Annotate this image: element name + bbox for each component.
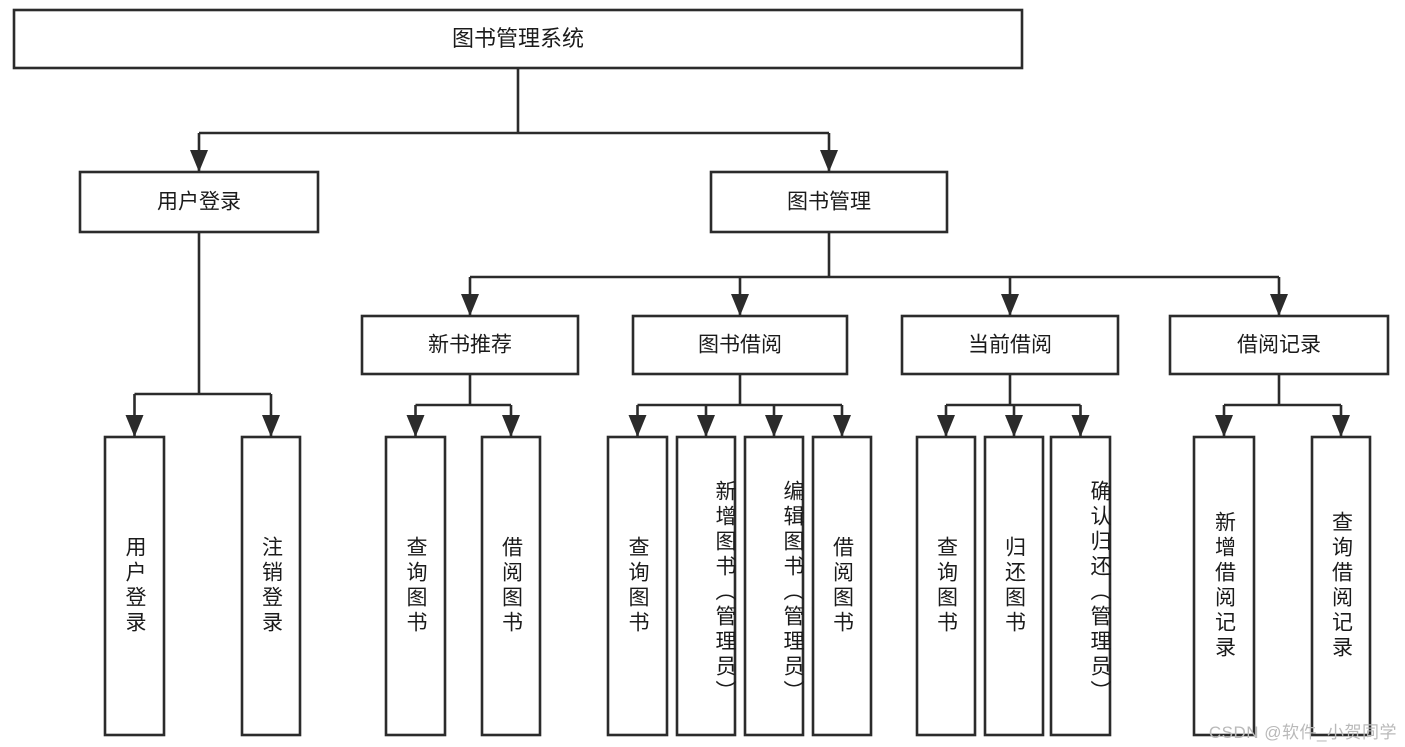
node-leaf-query-book-1[interactable] xyxy=(384,435,447,737)
arrow-to-leaf-confirm-return-admin xyxy=(1071,415,1090,437)
node-current-borrow-rect[interactable] xyxy=(900,314,1120,376)
arrow-to-book-management xyxy=(820,150,838,172)
node-user-login[interactable]: 用户登录 xyxy=(78,170,320,234)
node-leaf-query-borrow-record-rect[interactable] xyxy=(1310,435,1372,737)
node-new-book-recommend-label: 新书推荐 xyxy=(428,334,512,357)
node-leaf-confirm-return-admin[interactable] xyxy=(1049,435,1112,737)
node-leaf-query-book-2-rect[interactable] xyxy=(606,435,669,737)
node-leaf-return-book[interactable] xyxy=(983,435,1045,737)
node-leaf-query-book-3-rect[interactable] xyxy=(915,435,977,737)
arrow-to-book-borrow xyxy=(731,294,749,316)
connectors-layer xyxy=(125,68,1350,437)
arrow-to-leaf-user-login xyxy=(125,415,144,437)
node-leaf-query-borrow-record[interactable] xyxy=(1310,435,1372,737)
arrow-to-leaf-borrow-book-1 xyxy=(502,415,520,437)
title-node[interactable]: 图书管理系统 xyxy=(12,8,1024,70)
arrow-to-leaf-logout-login xyxy=(262,415,280,437)
node-leaf-borrow-book-1-rect[interactable] xyxy=(480,435,542,737)
arrow-to-leaf-return-book xyxy=(1005,415,1023,437)
title-node-rect[interactable] xyxy=(12,8,1024,70)
node-leaf-add-book-admin[interactable] xyxy=(675,435,737,737)
node-user-login-rect[interactable] xyxy=(78,170,320,234)
node-leaf-logout-login-rect[interactable] xyxy=(240,435,302,737)
arrow-to-leaf-borrow-book-2 xyxy=(833,415,851,437)
arrow-to-user-login xyxy=(190,150,208,172)
arrow-to-leaf-add-book-admin xyxy=(697,415,715,437)
node-borrow-record-rect[interactable] xyxy=(1168,314,1390,376)
node-book-borrow[interactable]: 图书借阅 xyxy=(631,314,849,376)
arrow-to-leaf-query-book-3 xyxy=(937,415,955,437)
arrow-to-leaf-edit-book-admin xyxy=(765,415,783,437)
arrow-to-current-borrow xyxy=(1001,294,1019,316)
node-borrow-record[interactable]: 借阅记录 xyxy=(1168,314,1390,376)
arrow-to-leaf-query-book-1 xyxy=(406,415,425,437)
csdn-watermark: CSDN @软件_小贺同学 xyxy=(1208,723,1397,742)
node-leaf-return-book-rect[interactable] xyxy=(983,435,1045,737)
arrow-to-leaf-query-book-2 xyxy=(628,415,647,437)
node-leaf-logout-login[interactable] xyxy=(240,435,302,737)
node-leaf-add-book-admin-rect[interactable] xyxy=(675,435,737,737)
node-book-management[interactable]: 图书管理 xyxy=(709,170,949,234)
node-leaf-user-login-rect[interactable] xyxy=(103,435,166,737)
node-book-management-rect[interactable] xyxy=(709,170,949,234)
node-book-borrow-label: 图书借阅 xyxy=(698,334,782,357)
title-node-label: 图书管理系统 xyxy=(452,26,584,51)
arrow-to-leaf-query-borrow-record xyxy=(1332,415,1350,437)
node-current-borrow-label: 当前借阅 xyxy=(968,334,1052,357)
node-leaf-borrow-book-1[interactable] xyxy=(480,435,542,737)
node-leaf-edit-book-admin-rect[interactable] xyxy=(743,435,805,737)
node-book-borrow-rect[interactable] xyxy=(631,314,849,376)
node-new-book-recommend[interactable]: 新书推荐 xyxy=(360,314,580,376)
node-leaf-query-book-1-rect[interactable] xyxy=(384,435,447,737)
node-leaf-user-login[interactable] xyxy=(103,435,166,737)
node-leaf-borrow-book-2-rect[interactable] xyxy=(811,435,873,737)
node-user-login-label: 用户登录 xyxy=(157,191,241,214)
node-leaf-confirm-return-admin-rect[interactable] xyxy=(1049,435,1112,737)
node-leaf-edit-book-admin[interactable] xyxy=(743,435,805,737)
node-leaf-query-book-3[interactable] xyxy=(915,435,977,737)
arrow-to-borrow-record xyxy=(1270,294,1288,316)
node-book-management-label: 图书管理 xyxy=(787,191,871,214)
arrow-to-leaf-add-borrow-record xyxy=(1215,415,1233,437)
node-new-book-recommend-rect[interactable] xyxy=(360,314,580,376)
node-leaf-query-book-2[interactable] xyxy=(606,435,669,737)
node-leaf-add-borrow-record[interactable] xyxy=(1192,435,1256,737)
node-leaf-borrow-book-2[interactable] xyxy=(811,435,873,737)
arrow-to-new-book-recommend xyxy=(461,294,479,316)
node-current-borrow[interactable]: 当前借阅 xyxy=(900,314,1120,376)
node-borrow-record-label: 借阅记录 xyxy=(1237,334,1321,357)
node-leaf-add-borrow-record-rect[interactable] xyxy=(1192,435,1256,737)
